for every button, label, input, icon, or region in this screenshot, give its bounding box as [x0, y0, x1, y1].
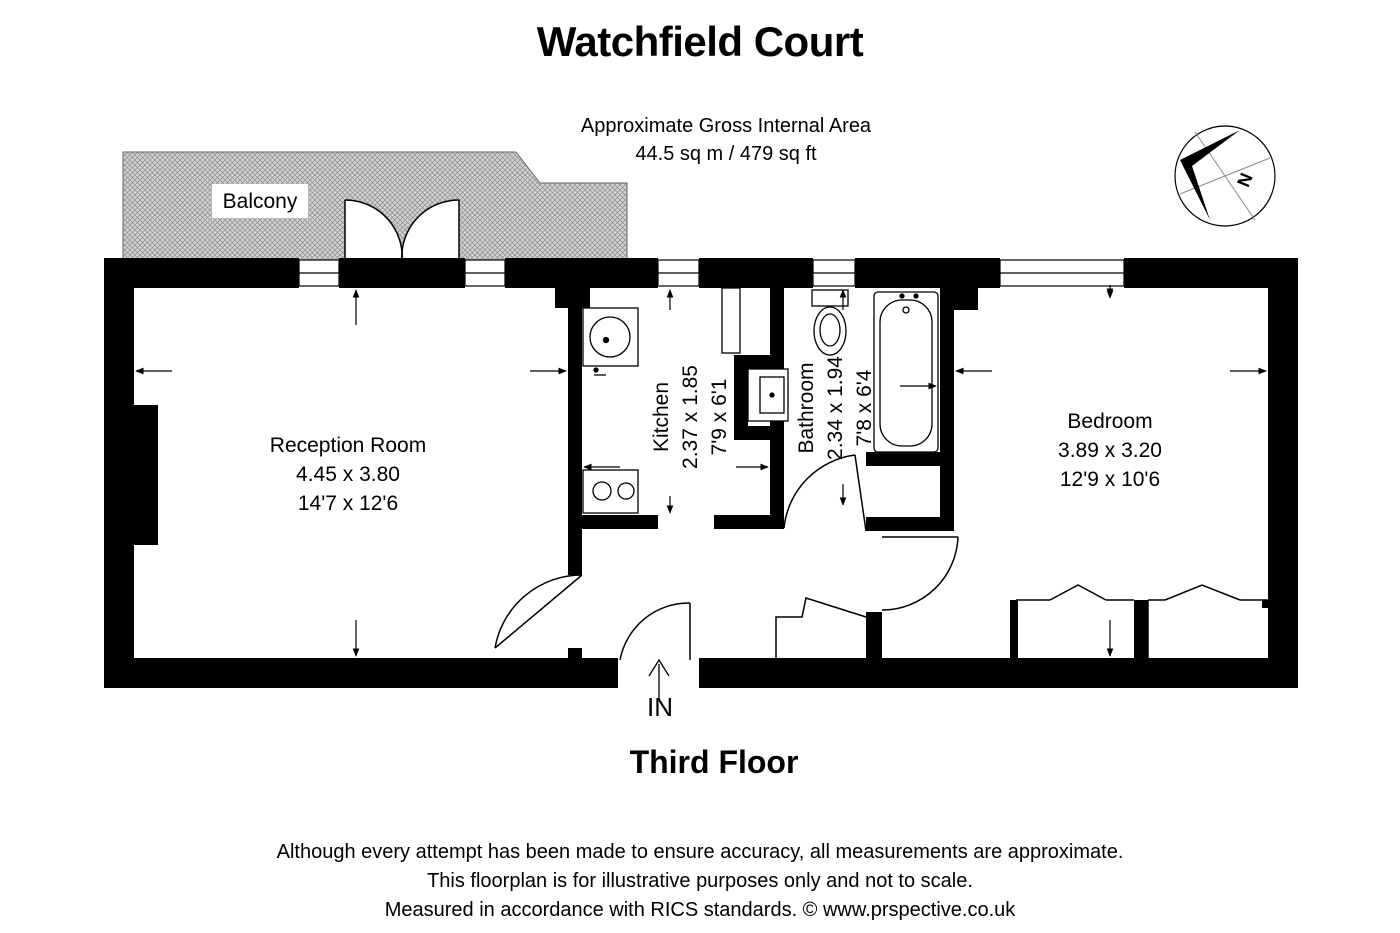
- bedroom-label: Bedroom 3.89 x 3.20 12'9 x 10'6: [1058, 410, 1162, 491]
- kitchen-sink-icon: [589, 316, 631, 358]
- windows: [298, 259, 1125, 287]
- dimension-arrows: [135, 285, 1267, 657]
- kitchen-fittings: [582, 287, 789, 514]
- reception-room-name: Reception Room: [270, 434, 426, 457]
- balcony-door: [344, 199, 460, 263]
- wardrobe-end: [1262, 600, 1270, 608]
- gross-internal-area: Approximate Gross Internal Area 44.5 sq …: [426, 112, 1026, 168]
- disclaimer-line-2: This floorplan is for illustrative purpo…: [427, 870, 973, 892]
- bedroom-name: Bedroom: [1067, 410, 1152, 433]
- kitchen-label: Kitchen 2.37 x 1.85 7'9 x 6'1: [650, 365, 731, 469]
- balcony-label: Balcony: [223, 190, 298, 213]
- north-compass: N: [1174, 125, 1276, 227]
- cupboard-door: [775, 597, 867, 660]
- fridge-icon: [721, 287, 741, 354]
- entrance-marker: IN: [647, 658, 673, 722]
- bathroom-metric: 2.34 x 1.94: [824, 356, 847, 460]
- gross-area-value: 44.5 sq m / 479 sq ft: [635, 143, 817, 165]
- plan-title: Watchfield Court: [536, 18, 864, 65]
- bathroom-door: [854, 454, 867, 532]
- gross-area-heading: Approximate Gross Internal Area: [580, 115, 872, 137]
- disclaimer-line-1: Although every attempt has been made to …: [276, 841, 1124, 863]
- disclaimer: Although every attempt has been made to …: [100, 838, 1300, 925]
- reception-door: [494, 574, 583, 649]
- bathroom-imperial: 7'8 x 6'4: [853, 369, 876, 446]
- kitchen-metric: 2.37 x 1.85: [679, 365, 702, 469]
- entrance-arrow-icon: [648, 658, 670, 700]
- bathroom-label: Bathroom 2.34 x 1.94 7'8 x 6'4: [795, 356, 876, 460]
- wardrobe-left: [1015, 584, 1134, 660]
- reception-room-label: Reception Room 4.45 x 3.80 14'7 x 12'6: [270, 434, 426, 515]
- reception-room-metric: 4.45 x 3.80: [296, 463, 400, 486]
- toilet-cistern-icon: [811, 289, 849, 307]
- wardrobe-right: [1147, 584, 1268, 660]
- balcony-label-bg: [212, 184, 308, 218]
- bathroom-name: Bathroom: [795, 362, 818, 453]
- kitchen-imperial: 7'9 x 6'1: [708, 379, 731, 456]
- bedroom-imperial: 12'9 x 10'6: [1060, 468, 1160, 491]
- disclaimer-line-3: Measured in accordance with RICS standar…: [384, 899, 1016, 921]
- wardrobe-divider: [1134, 600, 1148, 660]
- compass-arrow-icon: [1180, 130, 1240, 220]
- bedroom-metric: 3.89 x 3.20: [1058, 439, 1162, 462]
- entrance-label: IN: [647, 692, 673, 722]
- bathroom-fittings: [811, 289, 939, 453]
- kitchen-name: Kitchen: [650, 382, 673, 452]
- wardrobe-side: [1010, 600, 1018, 660]
- reception-room-imperial: 14'7 x 12'6: [298, 492, 398, 515]
- floor-label: Third Floor: [629, 744, 799, 780]
